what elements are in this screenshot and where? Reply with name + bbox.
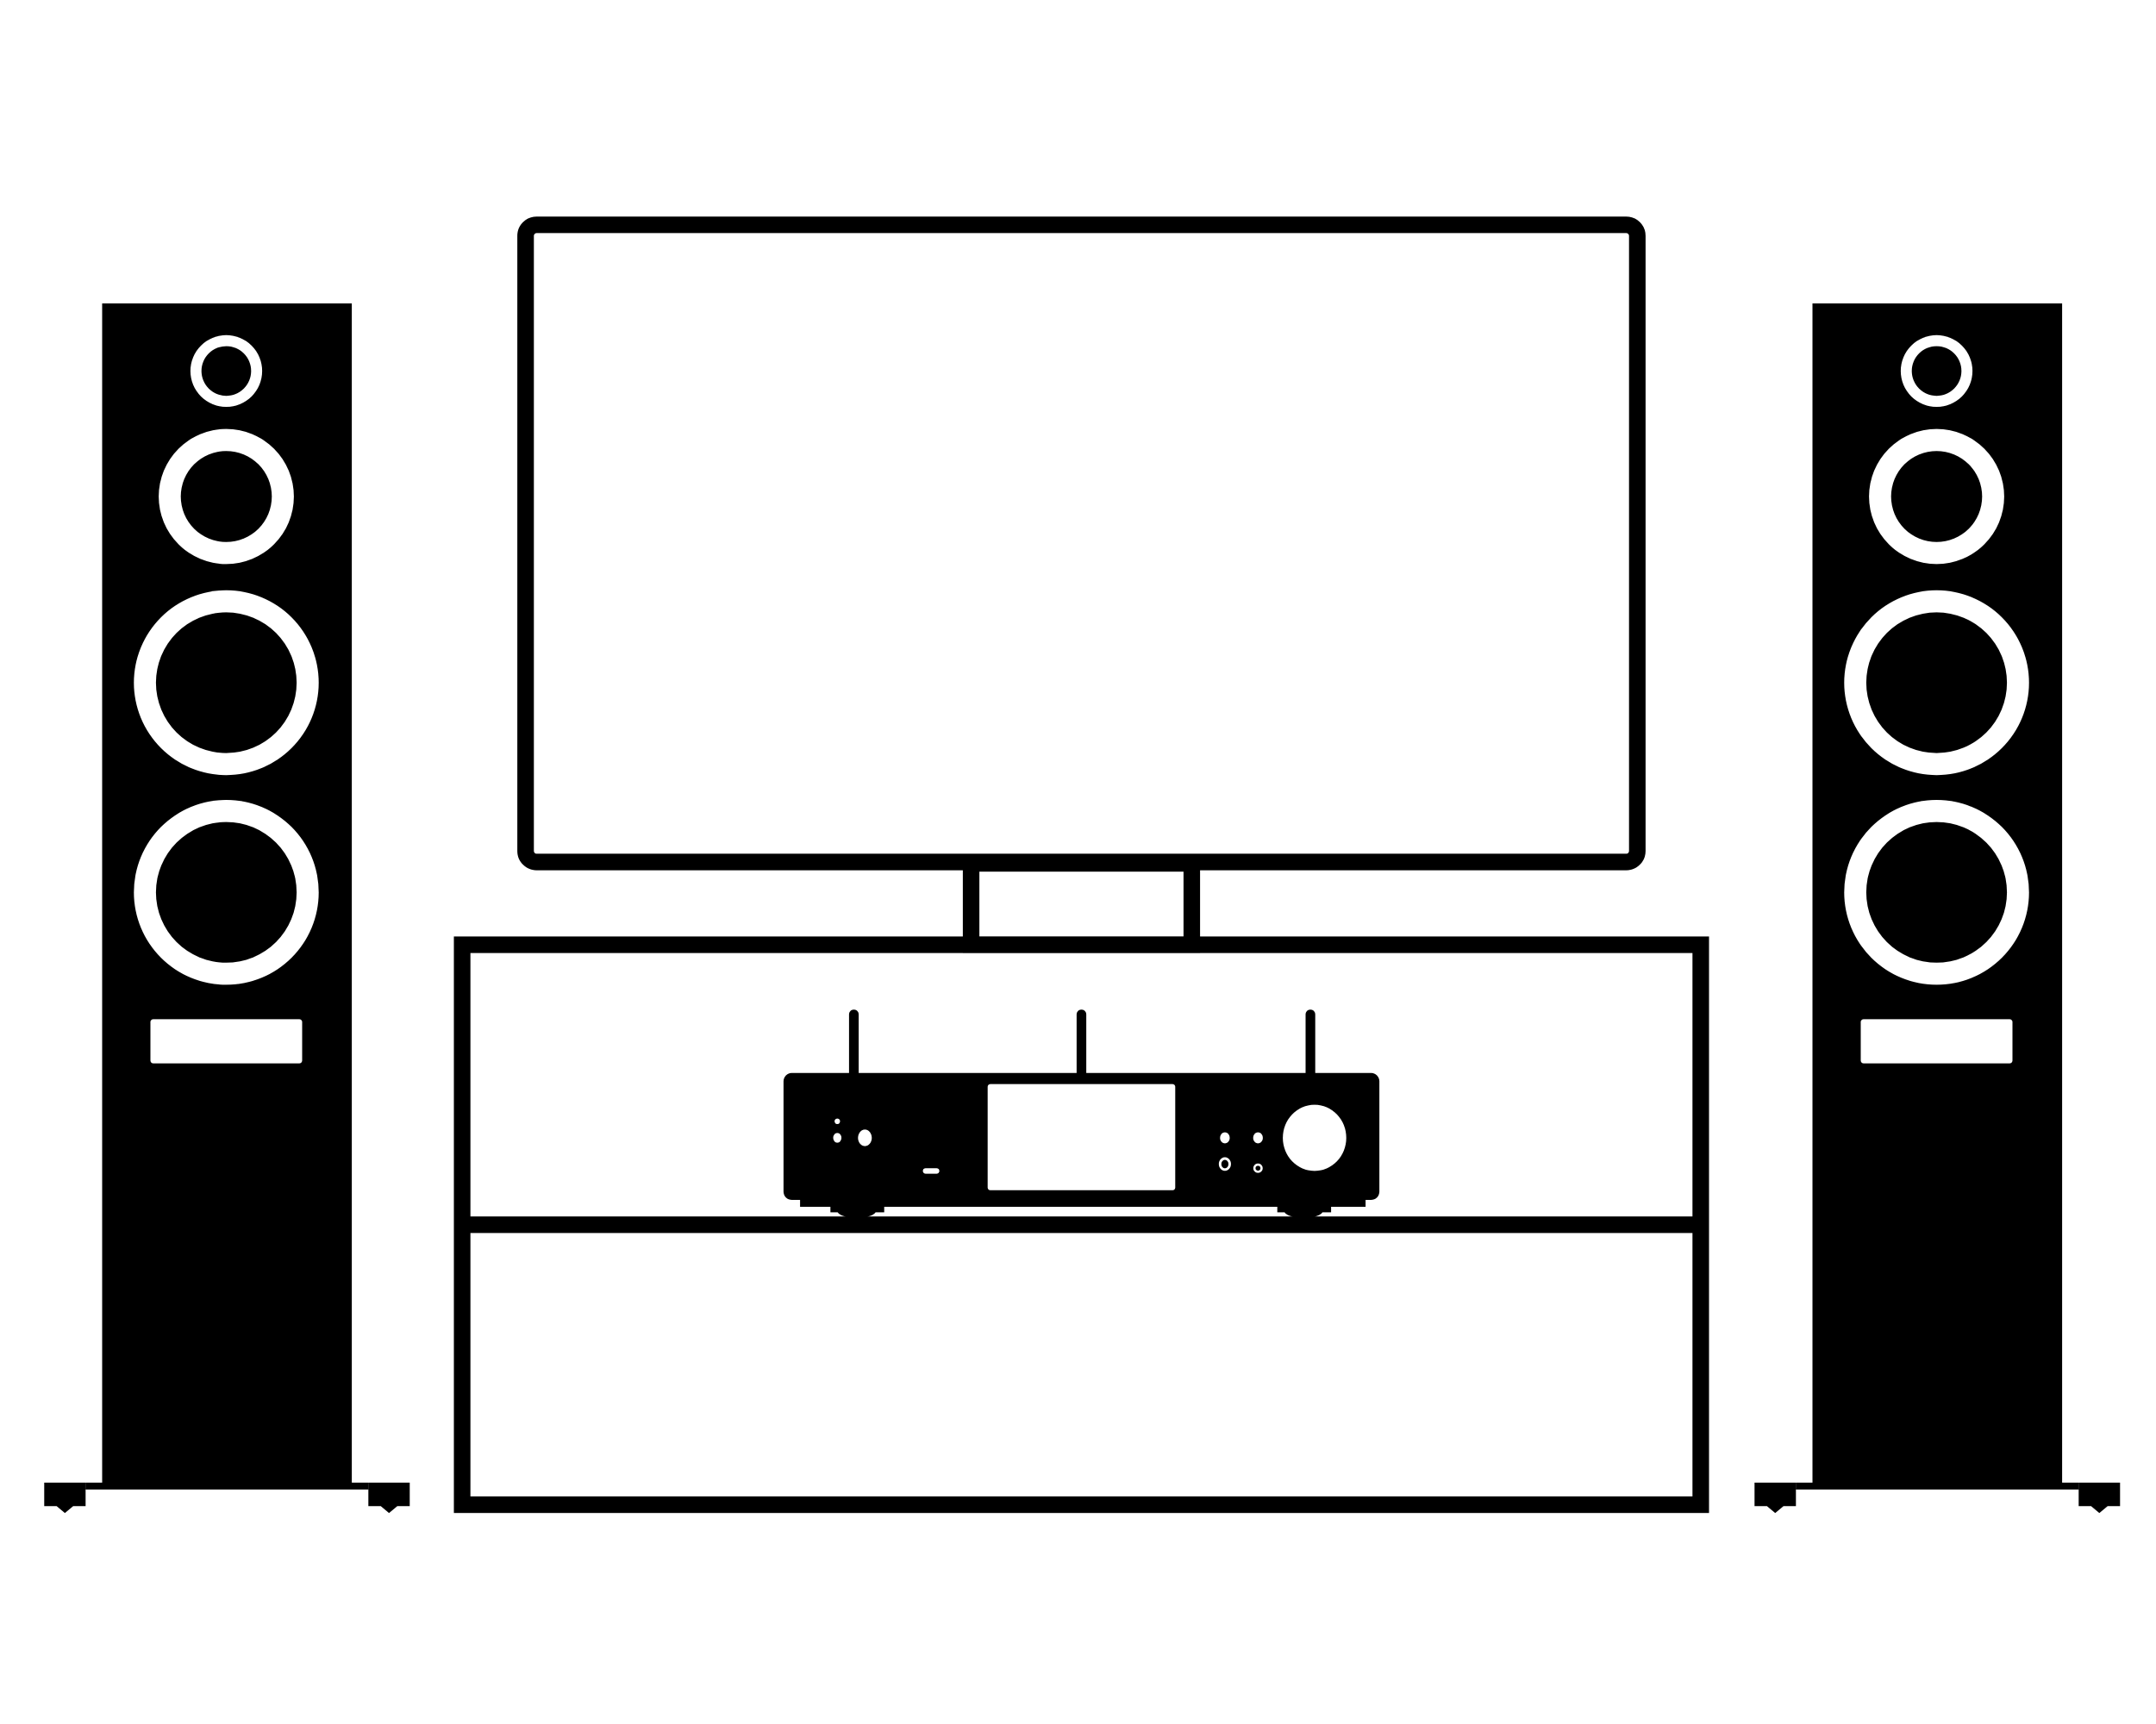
usb-port-icon: [922, 1168, 940, 1174]
button-icon: [1220, 1132, 1230, 1144]
power-button-icon: [858, 1129, 872, 1146]
tv-stand-neck: [962, 855, 1201, 953]
media-cabinet: [453, 936, 1709, 1514]
antenna-right: [1305, 1009, 1315, 1079]
tv: [517, 216, 1646, 871]
tv-screen: [517, 216, 1646, 871]
headphone-jack-icon: [1218, 1157, 1231, 1171]
button-icon: [1253, 1132, 1263, 1144]
button-icon: [833, 1133, 842, 1143]
receiver-display: [987, 1084, 1176, 1190]
av-receiver: [783, 1009, 1380, 1218]
antenna-center: [1076, 1009, 1087, 1079]
mic-jack-icon: [1253, 1163, 1263, 1173]
volume-knob-icon: [1283, 1104, 1347, 1171]
right-floor-speaker: [1754, 303, 2121, 1514]
left-floor-speaker: [44, 303, 410, 1514]
indicator-light: [834, 1118, 841, 1124]
cabinet-shelf: [462, 1216, 1701, 1234]
antenna-left: [848, 1009, 859, 1079]
